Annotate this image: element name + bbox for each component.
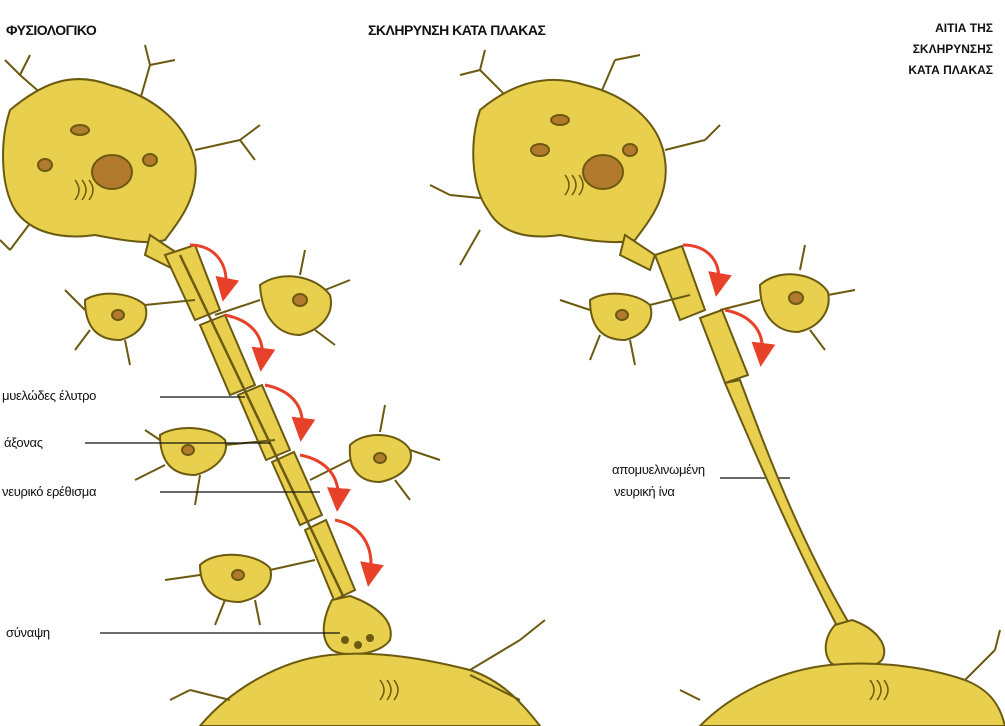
title-ms: ΣΚΛΗΡΥΝΣΗ ΚΑΤΑ ΠΛΑΚΑΣ (368, 22, 545, 38)
demyelinated-fiber (725, 380, 850, 628)
ms-nucleus (583, 155, 623, 189)
label-demyelinated-2: νευρική ίνα (614, 484, 675, 499)
label-axon: άξονας (4, 435, 43, 450)
label-impulse: νευρικό ερέθισμα (2, 484, 96, 499)
title-cause-line1: ΑΙΤΙΑ ΤΗΣ (908, 18, 993, 39)
ms-terminal (826, 620, 884, 669)
title-cause: ΑΙΤΙΑ ΤΗΣ ΣΚΛΗΡΥΝΣΗΣ ΚΑΤΑ ΠΛΑΚΑΣ (908, 18, 993, 81)
title-cause-line3: ΚΑΤΑ ΠΛΑΚΑΣ (908, 60, 993, 81)
title-cause-line2: ΣΚΛΗΡΥΝΣΗΣ (908, 39, 993, 60)
ms-target-cell (700, 663, 1005, 726)
normal-nucleus (92, 155, 132, 189)
label-synapse: σύναψη (6, 625, 50, 640)
label-demyelinated-1: απομυελινωμένη (612, 462, 705, 477)
normal-target-cell (200, 654, 540, 726)
title-normal: ΦΥΣΙΟΛΟΓΙΚΟ (6, 22, 96, 38)
ms-neuron (430, 50, 1005, 726)
ms-cell-body (473, 80, 666, 242)
label-myelin: μυελώδες έλυτρο (2, 388, 96, 403)
